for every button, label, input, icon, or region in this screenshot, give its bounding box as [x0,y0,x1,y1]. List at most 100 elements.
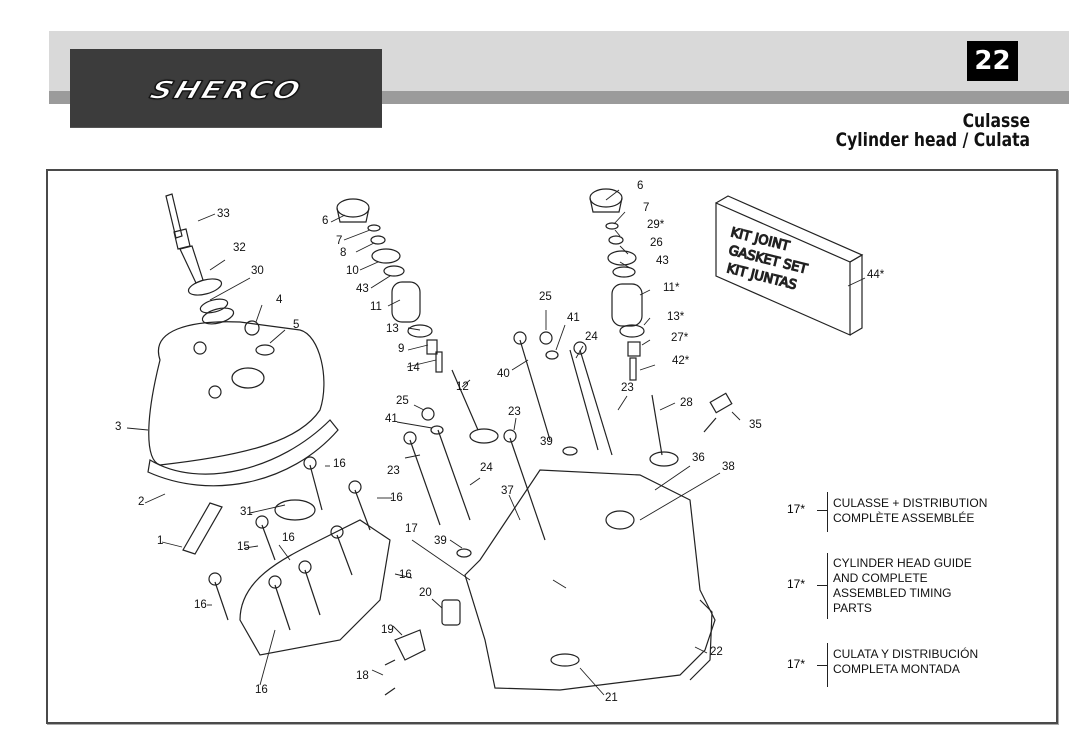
callout-25: 25 [539,291,552,303]
title-french: Culasse [962,110,1030,132]
callout-25: 25 [396,395,409,407]
callout-13-star: 13* [667,311,685,323]
callout-19: 19 [381,624,394,636]
callout-27-star: 27* [671,332,689,344]
callout-22: 22 [710,646,723,658]
legend-ref: 17* [787,657,806,671]
callout-32: 32 [233,242,246,254]
callout-11: 11 [370,301,382,313]
gasket-kit-box [715,195,864,336]
callout-16: 16 [390,492,403,504]
callout-20: 20 [419,587,432,599]
callout-23: 23 [508,406,521,418]
sleeve-38 [605,510,635,530]
legend-tick [817,510,827,511]
callout-35: 35 [749,419,762,431]
callout-4: 4 [276,294,283,306]
callout-41: 41 [385,413,398,425]
callout-26: 26 [650,237,663,249]
title-english-spanish: Cylinder head / Culata [835,129,1030,151]
leader-lines [126,189,866,696]
washer-39 [562,446,578,456]
callout-18: 18 [356,670,369,682]
screw-18 [384,659,396,666]
washer-41 [430,425,444,435]
legend-ref: 17* [787,502,806,516]
legend-text: CYLINDER HEAD GUIDE AND COMPLETE ASSEMBL… [833,556,972,616]
legend-bracket [827,553,828,619]
legend-line: CYLINDER HEAD GUIDE [833,556,972,570]
gasket-22 [689,599,713,681]
page-number: 22 [967,41,1018,81]
brand-logo: SHERCO [70,49,382,128]
callout-23: 23 [621,382,634,394]
tensioner-19 [394,629,426,661]
washer-39 [456,548,472,558]
callout-31: 31 [240,506,253,518]
legend-text: CULATA Y DISTRIBUCIÓN COMPLETA MONTADA [833,647,978,677]
callout-23: 23 [387,465,400,477]
callout-5: 5 [293,319,300,331]
plug-31 [274,499,316,521]
plug-seal [231,367,265,389]
legend-line: COMPLÈTE ASSEMBLÉE [833,511,975,525]
screw-18 [384,687,396,696]
callout-30: 30 [251,265,264,277]
page-title: Culasse Cylinder head / Culata [836,112,1030,150]
callout-7: 7 [336,235,343,247]
callout-16: 16 [255,684,268,696]
callout-39: 39 [540,436,553,448]
camshaft-holder [239,519,391,656]
washer-5 [255,344,275,356]
temperature-sensor [703,392,733,433]
legend-text: CULASSE + DISTRIBUTION COMPLÈTE ASSEMBLÉ… [833,496,987,526]
gasket-20 [441,599,461,626]
valve-cover [148,321,325,466]
legend-tick [817,585,827,586]
callout-16: 16 [282,532,295,544]
cylinder-head [464,469,716,691]
exploded-diagram-frame [46,169,1058,724]
legend-line: AND COMPLETE [833,571,928,585]
seal-ring-30a [199,298,229,314]
callout-21: 21 [605,692,618,704]
callout-14: 14 [407,362,420,374]
callout-11-star: 11* [663,282,680,294]
callout-33: 33 [217,208,230,220]
cover-bolt [208,385,222,399]
callout-2: 2 [138,496,145,508]
legend-line: PARTS [833,601,872,615]
seal-ring-30b [201,307,235,325]
legend-bracket [827,643,828,687]
callout-6: 6 [322,215,329,227]
callout-29: 29* [647,219,665,231]
callout-38: 38 [722,461,735,473]
callout-40: 40 [497,368,510,380]
nut-25 [421,407,435,421]
washer-32 [187,278,223,296]
cover-bolt [193,341,207,355]
callout-44-star: 44* [867,269,885,281]
callout-12: 12 [456,381,469,393]
callout-16: 16 [399,569,412,581]
callout-1: 1 [157,535,164,547]
callout-16: 16 [194,599,207,611]
legend-line: COMPLETA MONTADA [833,662,960,676]
callout-13: 13 [386,323,399,335]
callout-15: 15 [237,541,250,553]
callout-7: 7 [643,202,650,214]
callout-37: 37 [501,485,514,497]
callout-24: 24 [480,462,493,474]
bolt-4 [244,320,260,336]
exhaust-valve-train [589,188,679,467]
legend-entry-spanish: 17* CULATA Y DISTRIBUCIÓN COMPLETA MONTA… [787,643,1027,687]
bolts-16 [208,456,371,631]
legend-line: ASSEMBLED TIMING [833,586,952,600]
callout-41: 41 [567,312,580,324]
callout-17: 17 [405,523,418,535]
callout-24: 24 [585,331,598,343]
callout-16: 16 [333,458,346,470]
callout-42-star: 42* [672,355,690,367]
callout-28: 28 [680,397,693,409]
